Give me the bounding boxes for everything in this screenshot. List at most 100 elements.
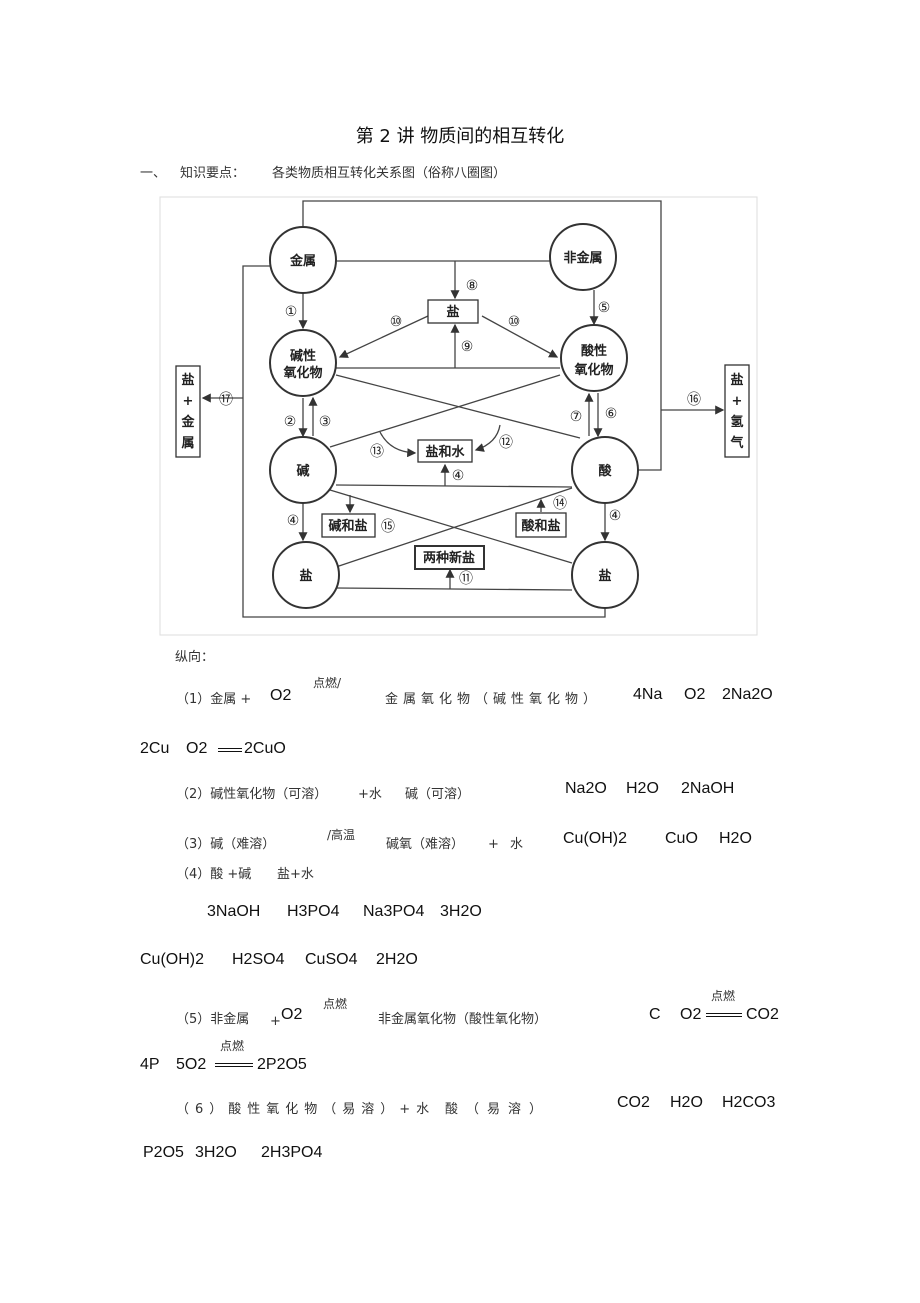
r1-product: 金属氧化物（碱性氧化物） — [385, 692, 602, 707]
marker-16: ⑯ — [687, 392, 701, 408]
section-caption: 各类物质相互转化关系图（俗称八圈图） — [272, 166, 507, 181]
label-basic-oxide-1: 碱性 — [290, 348, 316, 364]
box-salt-hydrogen-4: 气 — [730, 435, 743, 451]
r4-eq-3: Na3PO4 — [363, 903, 425, 920]
box-salt-water: 盐和水 — [425, 444, 465, 460]
r3-eq-3: H2O — [719, 830, 752, 847]
diagram-frame — [159, 196, 758, 636]
label-nonmetal: 非金属 — [563, 250, 602, 266]
r4-eq2-3: CuSO4 — [305, 951, 358, 968]
r3-water: 水 — [510, 837, 524, 852]
r2-plus-water: +水 — [358, 787, 382, 802]
marker-12: ⑫ — [499, 435, 513, 451]
r5-eq-1: C — [649, 1006, 661, 1023]
r5-eq-condition: 点燃 — [711, 989, 736, 1003]
r4-eq2-1: Cu(OH)2 — [140, 951, 205, 968]
r1-eq-3: 2Na2O — [722, 686, 773, 703]
label-basic-oxide-2: 氧化物 — [282, 365, 322, 381]
marker-3: ③ — [319, 414, 332, 430]
label-metal: 金属 — [289, 253, 316, 269]
marker-4b: ④ — [287, 513, 300, 529]
r6-product: 酸（易溶） — [445, 1102, 551, 1117]
box-two-new-salts: 两种新盐 — [423, 550, 475, 566]
marker-9: ⑨ — [461, 339, 474, 355]
r4-eq2-4: 2H2O — [376, 951, 418, 968]
equals-sign — [706, 1013, 742, 1017]
r5-eq2-condition: 点燃 — [220, 1039, 245, 1053]
box-acid-salt: 酸和盐 — [521, 518, 560, 534]
box-salt-hydrogen-1: 盐 — [730, 372, 743, 388]
r3-plus: + — [488, 837, 499, 852]
marker-15: ⑮ — [381, 519, 395, 535]
r4-eq2-2: H2SO4 — [232, 951, 285, 968]
r1-condition: 点燃/ — [313, 676, 342, 690]
r2-eq-2: H2O — [626, 780, 659, 797]
page-title: 第 2 讲 物质间的相互转化 — [355, 126, 565, 147]
box-salt-metal-2: + — [183, 394, 194, 409]
r1-eq2-2: O2 — [186, 740, 208, 757]
marker-6: ⑥ — [605, 406, 618, 422]
r3-condition: /高温 — [327, 828, 356, 842]
label-acidic-oxide-1: 酸性 — [581, 343, 607, 359]
r2-text: （2）碱性氧化物（可溶） — [176, 787, 328, 802]
marker-10b: ⑩ — [508, 314, 521, 330]
marker-4c: ④ — [609, 508, 622, 524]
r5-eq2-3: 2P2O5 — [257, 1056, 307, 1073]
r1-text: （1）金属 + — [176, 692, 252, 707]
label-base: 碱 — [296, 463, 309, 479]
r4-eq-4: 3H2O — [440, 903, 482, 920]
marker-4a: ④ — [452, 468, 465, 484]
r1-o2: O2 — [270, 687, 292, 704]
r5-text: （5）非金属 — [176, 1012, 250, 1027]
r4-text: （4）酸 +碱 — [176, 867, 252, 882]
marker-14: ⑭ — [553, 496, 567, 512]
section-number: 一、 — [140, 166, 167, 181]
marker-7: ⑦ — [570, 409, 583, 425]
r2-eq-1: Na2O — [565, 780, 607, 797]
label-salt-left: 盐 — [299, 568, 312, 584]
r5-eq2-1: 4P — [140, 1056, 160, 1073]
r5-plus: + — [270, 1014, 281, 1029]
r6-eq2-2: 3H2O — [195, 1144, 237, 1161]
r3-eq-1: Cu(OH)2 — [563, 830, 628, 847]
circle-salt-left — [272, 541, 340, 609]
r6-eq-1: CO2 — [617, 1094, 650, 1111]
box-salt-hydrogen-3: 氢 — [730, 414, 743, 430]
circle-acidic-oxide — [560, 324, 628, 392]
r5-eq-3: CO2 — [746, 1006, 779, 1023]
equals-sign — [215, 1063, 253, 1067]
marker-2: ② — [284, 414, 297, 430]
marker-5: ⑤ — [598, 300, 611, 316]
r4-eq-2: H3PO4 — [287, 903, 340, 920]
label-salt-right: 盐 — [598, 568, 611, 584]
label-acid: 酸 — [598, 463, 612, 479]
r4-eq-1: 3NaOH — [207, 903, 261, 920]
circle-salt-right — [571, 541, 639, 609]
r1-eq2-1: 2Cu — [140, 740, 170, 757]
r3-product: 碱氧（难溶） — [386, 837, 465, 852]
label-acidic-oxide-2: 氧化物 — [573, 362, 613, 378]
circle-basic-oxide — [269, 329, 337, 397]
r6-eq-3: H2CO3 — [722, 1094, 776, 1111]
equals-sign — [218, 748, 242, 752]
box-salt-metal-4: 属 — [181, 436, 194, 451]
marker-17: ⑰ — [219, 392, 233, 408]
box-base-salt: 碱和盐 — [328, 518, 367, 534]
r1-eq2-3: 2CuO — [244, 740, 286, 757]
circle-base — [269, 436, 337, 504]
r1-eq-1: 4Na — [633, 686, 663, 703]
r5-o2: O2 — [281, 1006, 303, 1023]
box-salt-metal-3: 金 — [180, 414, 195, 430]
r5-condition: 点燃 — [323, 997, 348, 1011]
marker-1: ① — [285, 304, 298, 320]
section-label: 知识要点： — [180, 166, 246, 181]
r4-product: 盐+水 — [277, 867, 314, 882]
vertical-label: 纵向： — [175, 650, 215, 665]
marker-13: ⑬ — [370, 444, 384, 460]
eight-circle-diagram: 金属 非金属 碱性 氧化物 酸性 氧化物 碱 酸 盐 盐 盐 盐和水 碱和盐 酸… — [159, 196, 758, 636]
r5-eq-2: O2 — [680, 1006, 702, 1023]
r5-eq2-2: 5O2 — [176, 1056, 207, 1073]
r5-product: 非金属氧化物（酸性氧化物） — [378, 1012, 548, 1027]
r1-eq-2: O2 — [684, 686, 706, 703]
r6-eq2-1: P2O5 — [143, 1144, 184, 1161]
